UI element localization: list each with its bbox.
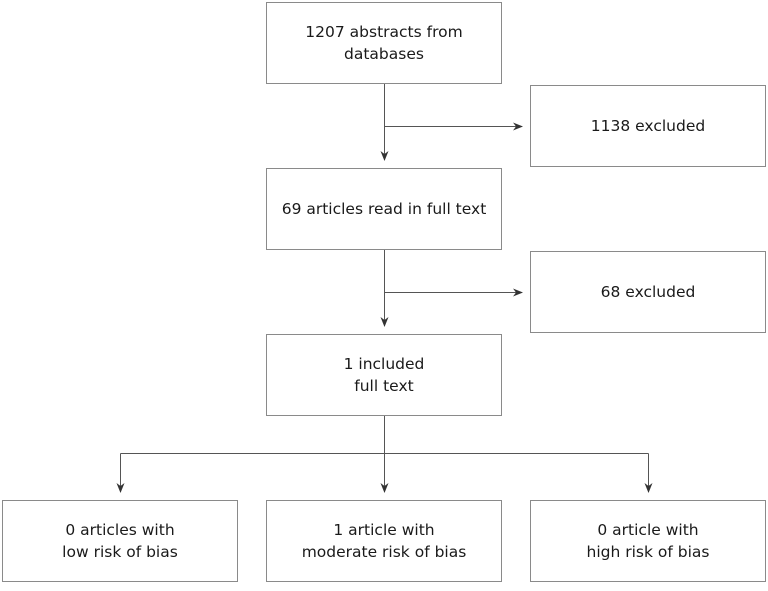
box-excluded-full-text: 68 excluded — [530, 251, 766, 333]
box-full-text-read-text: 69 articles read in full text — [281, 200, 487, 218]
box-low-risk-text: 0 articles with low risk of bias — [62, 521, 178, 561]
box-moderate-risk: 1 article with moderate risk of bias — [266, 500, 502, 582]
box-full-text-read: 69 articles read in full text — [266, 168, 502, 250]
box-abstracts: 1207 abstracts from databases — [266, 2, 502, 84]
box-excluded-full-text-text: 68 excluded — [600, 283, 696, 301]
box-moderate-risk-text: 1 article with moderate risk of bias — [301, 521, 467, 561]
box-included: 1 included full text — [266, 334, 502, 416]
box-excluded-screening-text: 1138 excluded — [590, 117, 706, 135]
box-high-risk: 0 article with high risk of bias — [530, 500, 766, 582]
box-excluded-screening: 1138 excluded — [530, 85, 766, 167]
box-included-text: 1 included full text — [343, 355, 425, 395]
box-abstracts-text: 1207 abstracts from databases — [305, 23, 463, 63]
box-high-risk-text: 0 article with high risk of bias — [586, 521, 710, 561]
box-low-risk: 0 articles with low risk of bias — [2, 500, 238, 582]
